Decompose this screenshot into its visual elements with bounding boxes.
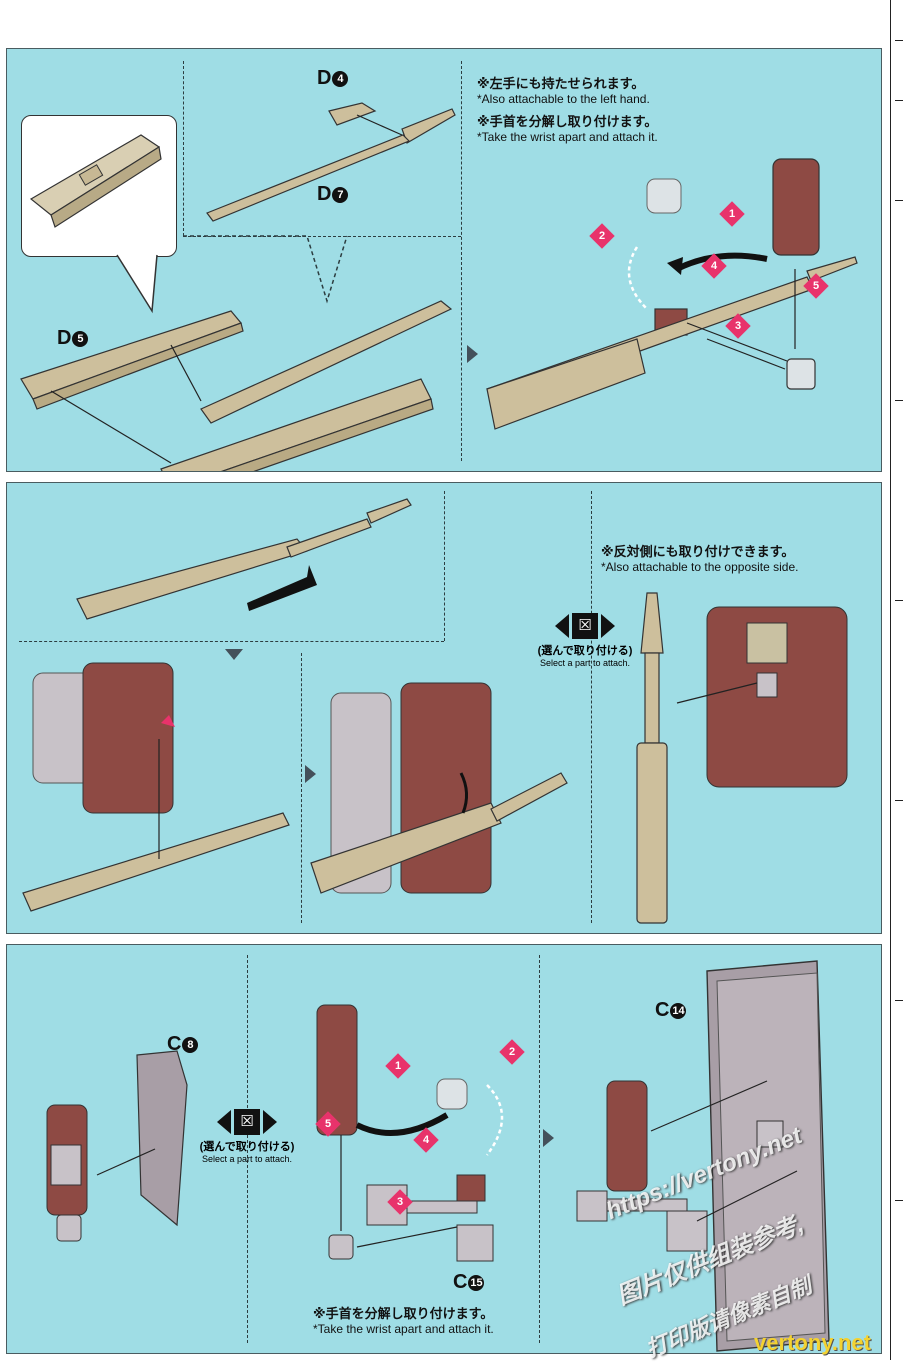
arrow-right-icon [263,1109,277,1134]
flow-arrow [543,1129,554,1147]
arrow-left-icon [217,1109,231,1134]
note-left-hand: ※左手にも持たせられます。 *Also attachable to the le… [477,76,650,106]
flow-arrow [225,649,243,660]
divider [591,491,592,923]
step-panel-spear-assembly: D4 D7 D5 D6 ※左手にも持たせられます。 *Also attachab… [6,48,882,472]
select-part-indicator: ☒ (選んで取り付ける) Select a part to attach. [187,1109,307,1164]
opposite-side-mount-illustration [636,592,848,924]
sheath-d5-d6-illustration [20,300,453,471]
shield-c14-illustration [576,960,830,1352]
divider [539,955,540,1343]
note-wrist-apart: ※手首を分解し取り付けます。 *Take the wrist apart and… [313,1306,494,1336]
wrist-swap-illustration [316,1004,504,1262]
divider [183,61,184,236]
spear-shaft-d7-illustration [206,102,456,222]
select-part-icon: ☒ [234,1109,260,1135]
spear-in-sheath-illustration [76,498,412,620]
select-part-indicator: ☒ (選んで取り付ける) Select a part to attach. [525,613,645,668]
flow-arrow [305,765,316,783]
flow-arrow [467,345,478,363]
watermark-logo: vertony.net [754,1330,871,1355]
select-part-icon: ☒ [572,613,598,639]
callout-detail-illustration [29,134,162,228]
divider [247,955,248,1343]
divider [301,653,302,923]
body-mount-step-a-illustration [22,662,290,912]
body-mount-step-b-illustration [310,682,568,894]
page-binding-edge [890,0,905,1360]
arrow-left-icon [555,613,569,638]
arrow-right-icon [601,613,615,638]
divider [444,491,445,641]
page-frame: D4 D7 D5 D6 ※左手にも持たせられます。 *Also attachab… [6,48,882,1354]
arm-c8-illustration [46,1050,188,1242]
callout-pointer [116,235,348,314]
divider [183,236,461,237]
divider [19,641,444,642]
step-panel-sheath-mount: ※反対側にも取り付けできます。 *Also attachable to the … [6,482,882,934]
note-wrist-apart: ※手首を分解し取り付けます。 *Take the wrist apart and… [477,114,658,144]
note-opposite-side: ※反対側にも取り付けできます。 *Also attachable to the … [601,544,799,574]
divider [461,61,462,461]
hand-attach-illustration [486,158,858,430]
